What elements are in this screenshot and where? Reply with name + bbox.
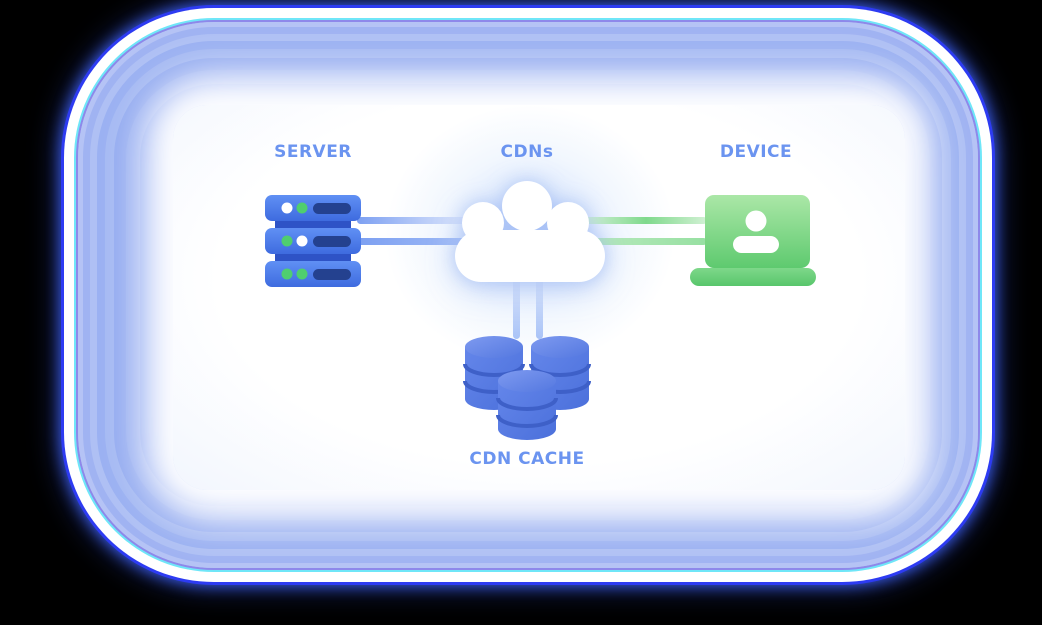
cloud-icon — [450, 178, 610, 284]
glow-frame: SERVER CDNs DEVICE CDN CACHE — [64, 8, 992, 582]
database-cluster-icon — [463, 333, 591, 443]
diagram-card: SERVER CDNs DEVICE CDN CACHE — [173, 105, 905, 490]
laptop-user-icon — [687, 191, 819, 289]
connection-server-cdn-top — [357, 217, 477, 224]
connection-cdn-device-bottom — [585, 238, 707, 245]
connection-cdn-cache-left — [513, 277, 520, 339]
connection-cdn-cache-right — [536, 277, 543, 339]
user-glyph — [733, 210, 779, 253]
cdns-label: CDNs — [500, 142, 554, 162]
cdn-cache-label: CDN CACHE — [469, 449, 585, 469]
device-label: DEVICE — [719, 142, 793, 162]
database-front — [496, 370, 558, 440]
connection-server-cdn-bottom — [357, 238, 477, 245]
database-back-left — [463, 336, 525, 410]
connection-cdn-device-top — [585, 217, 707, 224]
server-label: SERVER — [274, 142, 352, 162]
server-rack-icon — [265, 195, 361, 287]
